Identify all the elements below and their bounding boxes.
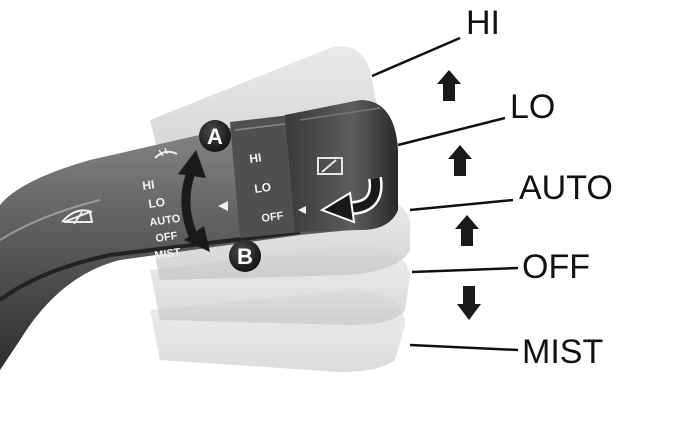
position-label-auto: AUTO <box>519 169 613 207</box>
marker-b: B <box>229 240 261 272</box>
position-label-lo: LO <box>510 88 555 126</box>
leader-line-auto <box>409 198 514 212</box>
position-label-hi: HI <box>466 4 500 42</box>
arrow-down-icon <box>457 286 481 320</box>
ring-label-lo: LO <box>253 180 271 196</box>
knob-wiper-icon <box>317 157 343 175</box>
ghost-stalk-mist <box>150 290 405 372</box>
inner-label-auto: AUTO <box>149 213 182 229</box>
ring-label-hi: HI <box>248 150 262 166</box>
inner-label-off: OFF <box>155 230 179 245</box>
arrow-up-icon <box>448 145 472 176</box>
rotate-arrow-icon <box>319 176 383 224</box>
inner-label-lo: LO <box>147 195 165 211</box>
leader-line-lo <box>397 116 506 147</box>
inner-label-hi: HI <box>141 177 155 193</box>
leader-line-mist <box>409 343 519 352</box>
front-wiper-icon <box>61 209 94 225</box>
ring-label-off: OFF <box>261 210 285 225</box>
washer-icon <box>154 147 178 159</box>
inner-label-mist: MIST <box>154 246 182 262</box>
indicator-triangle-icon <box>298 206 306 214</box>
position-label-off: OFF <box>522 248 590 286</box>
marker-a: A <box>199 120 231 152</box>
leader-line-off <box>411 266 519 274</box>
arrow-up-icon <box>437 70 461 101</box>
leader-line-hi <box>371 36 461 78</box>
up-down-curved-arrow-icon <box>178 150 210 252</box>
wiper-selector-ring[interactable] <box>230 115 300 238</box>
arrow-up-icon <box>455 215 479 246</box>
position-label-mist: MIST <box>522 333 603 371</box>
marker-b-label: B <box>237 244 253 269</box>
indicator-triangle-icon <box>218 201 228 211</box>
marker-a-label: A <box>207 124 223 149</box>
